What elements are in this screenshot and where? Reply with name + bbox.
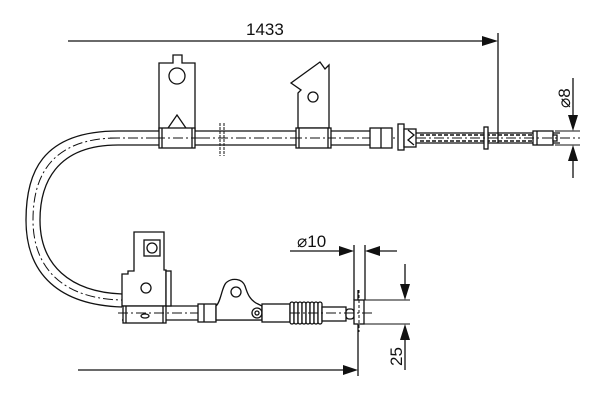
left-diameter-dimension: ⌀10 <box>290 232 397 300</box>
upper-bracket-2 <box>289 61 336 149</box>
upper-bracket-1 <box>155 54 200 149</box>
right-diameter-dimension: ⌀8 <box>555 78 580 178</box>
left-diameter-label: ⌀10 <box>297 232 326 251</box>
overall-length-label: 1433 <box>246 20 284 39</box>
cable-loop <box>25 130 123 308</box>
right-diameter-label: ⌀8 <box>555 88 574 108</box>
lower-bracket <box>118 231 172 324</box>
overall-length-dimension: 1433 <box>68 20 499 143</box>
break-mark <box>219 123 225 156</box>
end-length-dimension: 25 <box>364 264 410 370</box>
end-length-label: 25 <box>387 347 406 366</box>
lower-end-fitting <box>197 278 374 332</box>
right-end-fitting <box>369 123 580 151</box>
